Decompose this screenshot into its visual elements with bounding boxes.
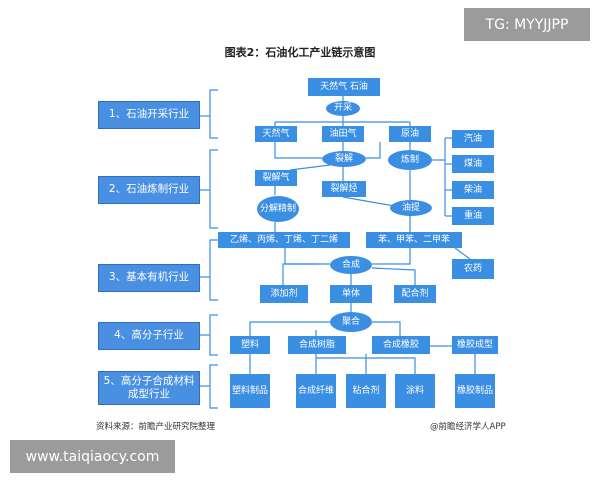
node-rubber-forming: 橡胶成型 (452, 336, 498, 354)
tg-badge: TG: MYYJJPP (464, 8, 590, 41)
brand-note: @前瞻经济学人APP (430, 422, 506, 432)
category-polymer-forming: 5、高分子合成材料成型行业 (98, 371, 200, 405)
node-monomer: 单体 (330, 285, 372, 303)
node-cracked-hydrocarbon: 裂解烃 (322, 181, 366, 197)
category-polymer: 4、高分子行业 (98, 322, 200, 350)
node-mining: 开采 (326, 101, 360, 116)
node-source: 天然气 石油 (308, 78, 380, 96)
node-rubber-products: 橡胶制品 (455, 374, 495, 408)
node-natural-gas: 天然气 (255, 126, 297, 142)
node-compound: 配合剂 (394, 285, 436, 303)
node-cracked-gas: 裂解气 (255, 170, 297, 186)
node-synthetic-rubber: 合成橡胶 (372, 336, 430, 354)
node-synthetic-fiber: 合成纤维 (296, 374, 336, 408)
category-oil-extraction: 1、石油开采行业 (98, 101, 200, 129)
node-gasoline: 汽油 (452, 130, 494, 148)
node-polymerization: 聚合 (330, 312, 372, 332)
category-basic-organic: 3、基本有机行业 (98, 264, 200, 292)
node-coating: 涂料 (395, 374, 435, 408)
node-olefins: 乙烯、丙烯、丁烯、丁二烯 (218, 232, 350, 248)
node-aromatics: 苯、甲苯、二甲苯 (366, 232, 462, 248)
node-pesticide: 农药 (452, 259, 494, 279)
node-plastic-products: 塑料制品 (230, 374, 270, 408)
node-adhesive: 粘合剂 (346, 374, 386, 408)
node-plastic: 塑料 (230, 336, 270, 354)
node-crude-oil: 原油 (389, 126, 431, 142)
node-oilfield-gas: 油田气 (322, 126, 364, 142)
node-kerosene: 煤油 (452, 155, 494, 173)
node-synthetic-resin: 合成树脂 (288, 336, 346, 354)
node-diesel: 柴油 (452, 181, 494, 199)
node-separation: 分解精制 (257, 196, 299, 222)
url-badge: www.taiqiaocy.com (10, 440, 175, 473)
node-cracking: 裂解 (322, 151, 366, 167)
node-heavy-oil: 重油 (452, 207, 494, 225)
diagram-title: 图表2：石油化工产业链示意图 (224, 46, 376, 59)
node-synthesis: 合成 (330, 256, 372, 274)
category-oil-refining: 2、石油炼制行业 (98, 176, 200, 204)
node-refining: 炼制 (388, 150, 432, 170)
source-note: 资料来源：前瞻产业研究院整理 (96, 422, 216, 432)
node-extraction: 油提 (390, 200, 432, 216)
node-additive: 添加剂 (260, 285, 308, 303)
